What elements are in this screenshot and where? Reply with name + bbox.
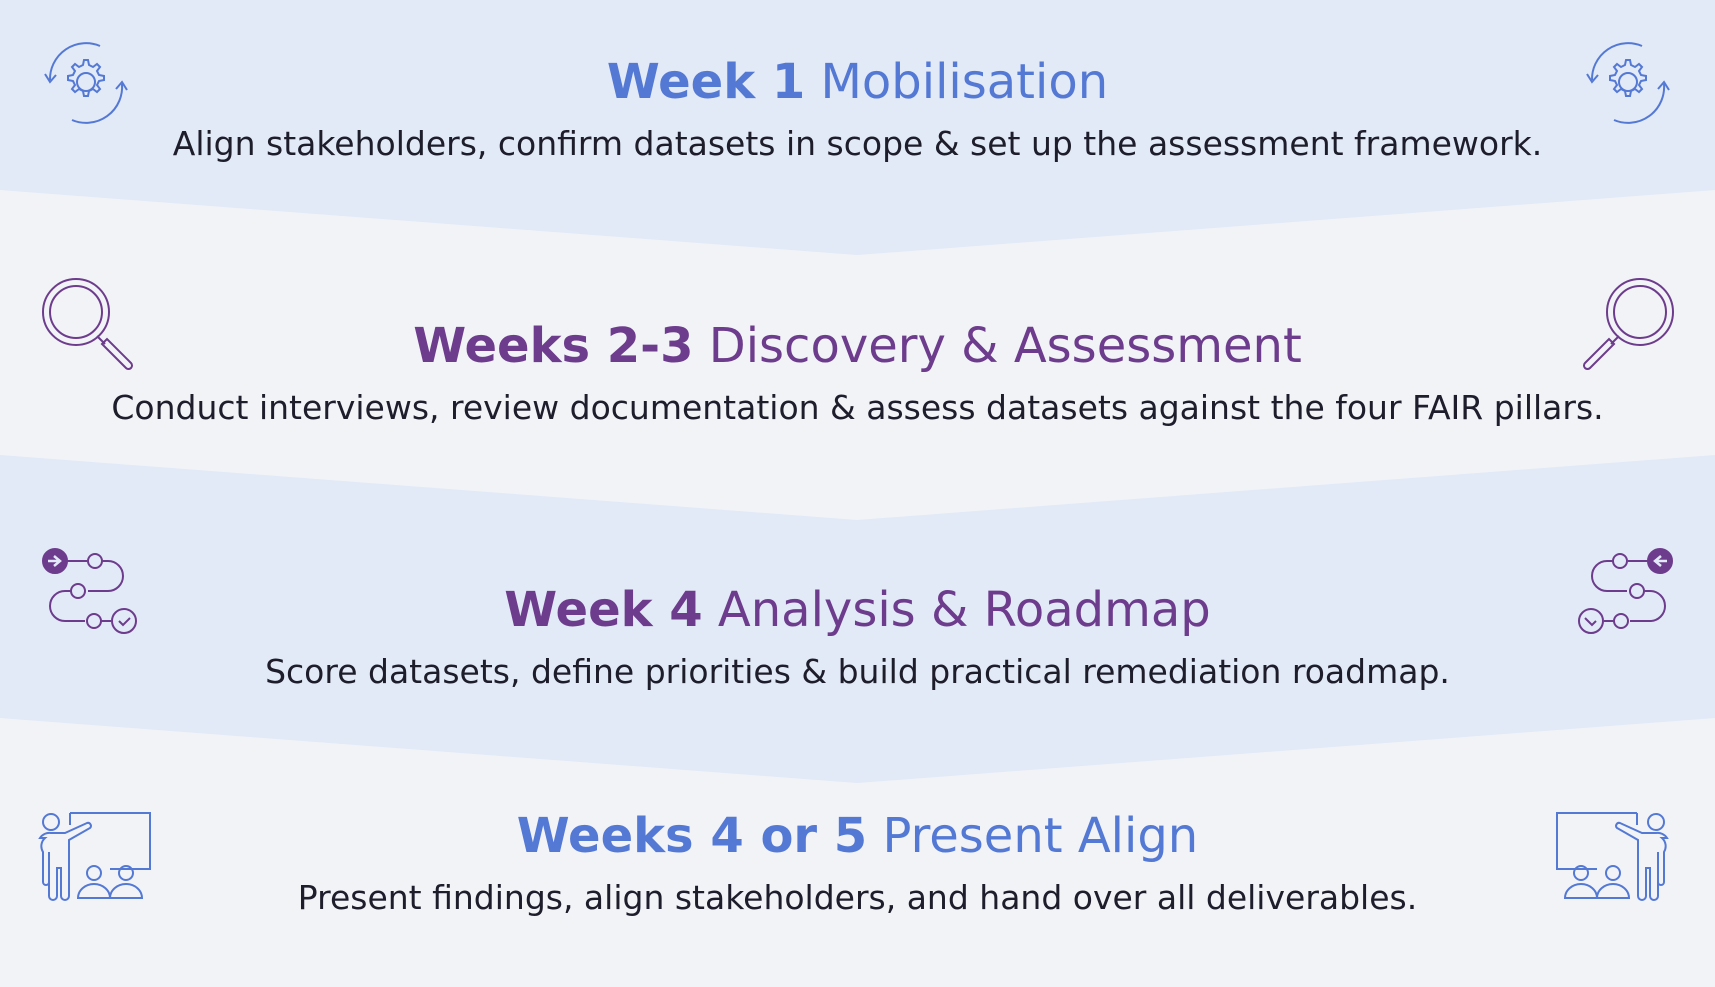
roadmap-path-icon: [1578, 548, 1673, 634]
phase-name: Present Align: [882, 808, 1199, 864]
gear-cycle-icon: [1586, 42, 1670, 124]
phase-description: Present findings, align stakeholders, an…: [297, 878, 1418, 917]
presentation-icon: [38, 812, 151, 901]
phase-week-4: Week 4 Analysis & Roadmap Score datasets…: [0, 580, 1715, 694]
phase-description: Conduct interviews, review documentation…: [111, 388, 1604, 427]
phase-name: Analysis & Roadmap: [717, 582, 1211, 638]
phase-weeks-2-3: Weeks 2-3 Discovery & Assessment Conduct…: [0, 316, 1715, 430]
phase-weeks-4-or-5: Weeks 4 or 5 Present Align Present findi…: [0, 806, 1715, 920]
magnifier-icon: [1582, 278, 1674, 370]
magnifier-icon: [42, 278, 134, 370]
phase-week: Week 4: [504, 582, 703, 638]
phase-week: Week 1: [606, 54, 806, 110]
band-week-1: [0, 0, 1715, 255]
phase-week: Weeks 2-3: [413, 318, 694, 374]
phase-name: Mobilisation: [820, 54, 1109, 110]
phase-title: Week 4 Analysis & Roadmap: [0, 580, 1715, 640]
gear-cycle-icon: [44, 42, 128, 124]
band-week-4: [0, 455, 1715, 783]
roadmap-path-icon: [42, 548, 137, 634]
phase-name: Discovery & Assessment: [708, 318, 1302, 374]
phase-week-1: Week 1 Mobilisation Align stakeholders, …: [0, 52, 1715, 166]
presentation-icon: [1556, 812, 1669, 901]
phase-title: Weeks 4 or 5 Present Align: [0, 806, 1715, 866]
phase-title: Week 1 Mobilisation: [0, 52, 1715, 112]
phase-week: Weeks 4 or 5: [516, 808, 868, 864]
phase-description: Align stakeholders, confirm datasets in …: [172, 124, 1543, 163]
phase-title: Weeks 2-3 Discovery & Assessment: [0, 316, 1715, 376]
phase-description: Score datasets, define priorities & buil…: [265, 652, 1450, 691]
